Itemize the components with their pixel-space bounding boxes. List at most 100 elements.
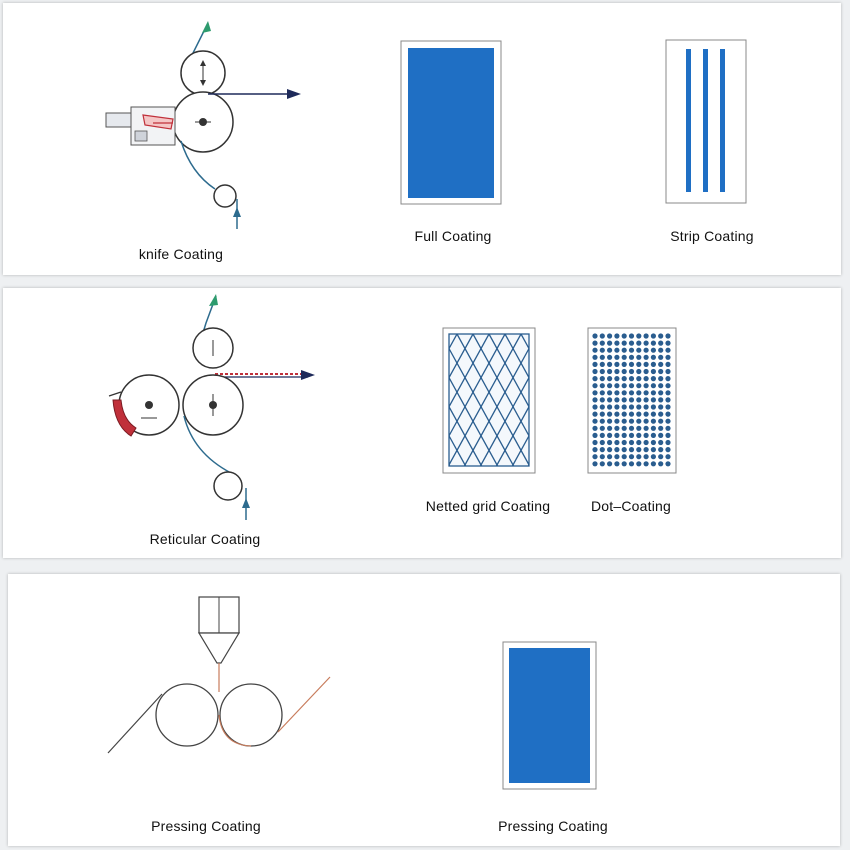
grid-line bbox=[479, 376, 529, 466]
coating-dot bbox=[621, 354, 627, 360]
pressing-coating-label: Pressing Coating bbox=[151, 818, 261, 834]
coating-dot bbox=[614, 361, 620, 367]
coating-dot bbox=[592, 439, 598, 446]
coating-dot bbox=[665, 333, 671, 339]
coating-dot bbox=[621, 411, 627, 417]
coating-dot bbox=[621, 390, 627, 396]
grid-line bbox=[472, 334, 529, 438]
grid-line bbox=[449, 334, 522, 466]
coating-dot bbox=[614, 397, 620, 403]
coating-dot bbox=[592, 447, 598, 453]
coating-dot bbox=[658, 418, 664, 424]
coating-dot bbox=[650, 340, 657, 346]
coating-dot bbox=[650, 354, 657, 360]
coating-dot bbox=[621, 447, 627, 453]
coating-dot bbox=[643, 368, 649, 375]
coating-dot bbox=[628, 383, 635, 389]
coating-dot bbox=[643, 439, 649, 446]
coating-dot bbox=[599, 404, 605, 410]
coating-dot bbox=[650, 333, 657, 339]
coating-dot bbox=[658, 383, 664, 389]
pressing-coating-sample-label: Pressing Coating bbox=[498, 818, 608, 834]
coating-dot bbox=[599, 390, 605, 396]
coating-dot bbox=[607, 383, 613, 389]
coating-dot bbox=[592, 461, 598, 467]
coating-dot bbox=[658, 432, 664, 438]
coating-dot bbox=[599, 376, 605, 382]
coating-dot bbox=[621, 432, 627, 438]
coating-dot bbox=[636, 447, 642, 453]
coating-dot bbox=[650, 411, 657, 417]
coating-dot bbox=[650, 425, 657, 431]
coating-dot bbox=[665, 418, 671, 424]
coating-dot bbox=[665, 447, 671, 453]
coating-dot bbox=[650, 432, 657, 438]
coating-dot bbox=[628, 411, 635, 417]
coating-dot bbox=[643, 347, 649, 353]
coating-dot bbox=[621, 461, 627, 467]
coating-dot bbox=[614, 347, 620, 353]
strip-coating-label: Strip Coating bbox=[670, 228, 754, 244]
coating-dot bbox=[599, 397, 605, 403]
coating-dot bbox=[650, 461, 657, 467]
coating-dot bbox=[592, 397, 598, 403]
coating-dot bbox=[607, 439, 613, 446]
coating-dot bbox=[599, 411, 605, 417]
coating-dot bbox=[650, 439, 657, 446]
coating-dot bbox=[607, 368, 613, 375]
coating-dot bbox=[650, 376, 657, 382]
coating-dot bbox=[628, 390, 635, 396]
coating-dot bbox=[607, 447, 613, 453]
grid-line bbox=[456, 334, 529, 466]
grid-line bbox=[449, 405, 483, 466]
coating-dot bbox=[607, 432, 613, 438]
coating-dot bbox=[628, 461, 635, 467]
coating-dot bbox=[607, 361, 613, 367]
coating-dot bbox=[628, 454, 635, 460]
coating-dot bbox=[658, 397, 664, 403]
coating-dot bbox=[643, 411, 649, 417]
coating-dot bbox=[628, 368, 635, 375]
coating-dot bbox=[643, 425, 649, 431]
coating-dot bbox=[650, 361, 657, 367]
coating-dot bbox=[599, 354, 605, 360]
dot-coating-sample bbox=[587, 327, 677, 474]
strip-coating-sample bbox=[665, 39, 747, 204]
coating-dot bbox=[628, 404, 635, 410]
coating-dot bbox=[599, 361, 605, 367]
grid-line bbox=[449, 434, 467, 466]
coating-dot bbox=[658, 333, 664, 339]
coating-dot bbox=[614, 439, 620, 446]
coating-dot bbox=[599, 461, 605, 467]
coating-dot bbox=[665, 461, 671, 467]
coating-dot bbox=[665, 432, 671, 438]
coating-dot bbox=[592, 347, 598, 353]
coating-dot bbox=[665, 411, 671, 417]
coating-dot bbox=[658, 361, 664, 367]
coating-dot bbox=[628, 340, 635, 346]
coating-dot bbox=[658, 425, 664, 431]
coating-dot bbox=[650, 418, 657, 424]
grid-line bbox=[463, 347, 529, 466]
coating-dot bbox=[592, 418, 598, 424]
netted-grid-sample bbox=[442, 327, 536, 474]
coating-dot bbox=[614, 340, 620, 346]
coating-dot bbox=[599, 432, 605, 438]
full-coating-sample bbox=[400, 40, 502, 205]
coating-dot bbox=[614, 368, 620, 375]
coating-dot bbox=[643, 376, 649, 382]
coating-dot bbox=[628, 347, 635, 353]
grid-line bbox=[449, 347, 515, 466]
coating-dot bbox=[643, 340, 649, 346]
coating-dot bbox=[592, 333, 598, 339]
coating-dot bbox=[636, 368, 642, 375]
coating-dot bbox=[658, 340, 664, 346]
coating-dot bbox=[614, 376, 620, 382]
coating-dot bbox=[636, 439, 642, 446]
grid-line bbox=[495, 405, 529, 466]
coating-dot bbox=[614, 447, 620, 453]
coating-dot bbox=[592, 376, 598, 382]
coating-dot bbox=[643, 383, 649, 389]
coating-dot bbox=[665, 425, 671, 431]
coating-dot bbox=[650, 454, 657, 460]
